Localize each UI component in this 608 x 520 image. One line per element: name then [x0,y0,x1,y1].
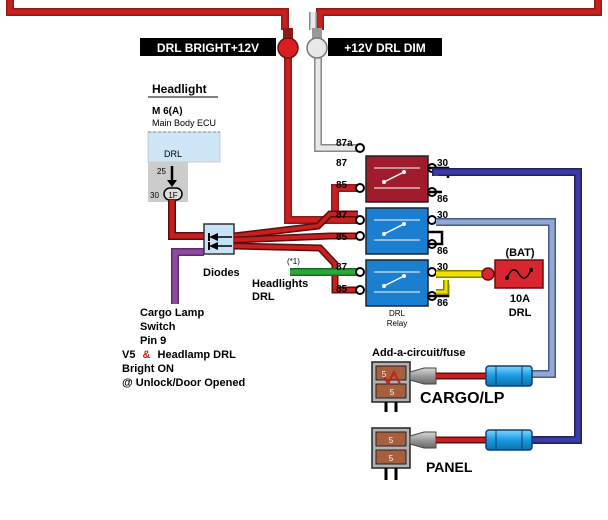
drl-bright-label: DRL BRIGHT+12V [140,38,276,56]
drl-dim-label: +12V DRL DIM [328,38,442,56]
ecu-name: Main Body ECU [152,118,216,128]
r1-pin-87a: 87a [336,138,353,149]
r1-pin-87: 87 [336,158,348,169]
add-circuit-label: Add-a-circuit/fuse [372,347,466,359]
relay-pin-labels: 87a 87 85 30 86 87 85 30 86 87 85 30 86 [336,138,449,309]
switch-text: Switch [140,321,176,333]
purple-wire [171,248,204,304]
diode-bundle-wires [233,210,358,294]
pin-25: 25 [157,167,166,176]
red-bright-wire [284,58,358,224]
dark-blue-wire [432,168,582,444]
drl-tab: DRL [164,149,182,159]
bat-label: (BAT) [505,247,534,259]
bat-fuse-icon [481,259,544,289]
top-red-loop [6,0,602,30]
r1-pin-86: 86 [437,194,449,205]
yellow-wire [436,270,490,295]
r2-pin-86: 86 [437,246,449,257]
ecu-code: M 6(A) [152,106,183,117]
cargo-lp-label: CARGO/LP [420,390,505,407]
cargo-lamp-note: Cargo Lamp Switch Pin 9 V5 & Headlamp DR… [122,307,245,389]
relay-label-relay: Relay [387,319,407,328]
relay-left-pins [355,143,365,295]
bright-on-text: Bright ON [122,363,174,375]
unlock-text: @ Unlock/Door Opened [122,377,245,389]
r1-pin-85: 85 [336,180,348,191]
r2-pin-87: 87 [336,210,348,221]
drl-dim-text: +12V DRL DIM [344,41,425,55]
drl-bright-text: DRL BRIGHT+12V [157,41,259,55]
panel-fuse-5-bottom: 5 [389,454,394,463]
cargo-lamp-text: Cargo Lamp [140,307,204,319]
panel-fuse-tap [371,427,533,480]
r2-pin-85: 85 [336,232,348,243]
relay-label-drl: DRL [389,309,406,318]
pin-1f: 1F [168,191,177,200]
svg-text:V5 & Headlamp DRL: V5 & Headlamp DRL [122,349,236,361]
headlights-drl-label: DRL [252,291,275,303]
diodes-icon [203,223,235,255]
relay-1 [365,155,429,203]
pin-30: 30 [150,191,159,200]
headlight-title: Headlight [152,82,207,96]
v5-prefix: V5 [122,349,135,361]
cargo-fuse-tap [371,361,533,412]
fuse-amp-label: 10A [510,293,530,305]
relay-2 [365,207,429,255]
ampersand: & [143,349,151,361]
x1-note: (*1) [287,257,300,266]
panel-fuse-5-top: 5 [389,436,394,445]
light-blue-wire [436,218,556,378]
r3-pin-30: 30 [437,262,449,273]
diodes-label: Diodes [203,267,240,279]
cargo-fuse-5-bottom: 5 [390,388,395,397]
ecu-block: Headlight M 6(A) Main Body ECU DRL 25 30… [147,82,221,202]
relay-3 [365,259,429,307]
cargo-fuse-5-top: 5 [382,370,387,379]
panel-label: PANEL [426,459,473,475]
r1-pin-30: 30 [437,158,449,169]
r2-pin-30: 30 [437,210,449,221]
r3-pin-86: 86 [437,298,449,309]
r3-pin-87: 87 [336,262,348,273]
pin9-text: Pin 9 [140,335,166,347]
gray-dim-wire [309,12,360,152]
v5-suffix: Headlamp DRL [158,349,237,361]
r3-pin-85: 85 [336,284,348,295]
headlights-label: Headlights [252,278,308,290]
red-connector-icon [277,28,299,59]
ecu-to-diodes-wire [168,200,204,240]
fuse-drl-label: DRL [509,307,532,319]
gray-connector-icon [306,28,328,59]
